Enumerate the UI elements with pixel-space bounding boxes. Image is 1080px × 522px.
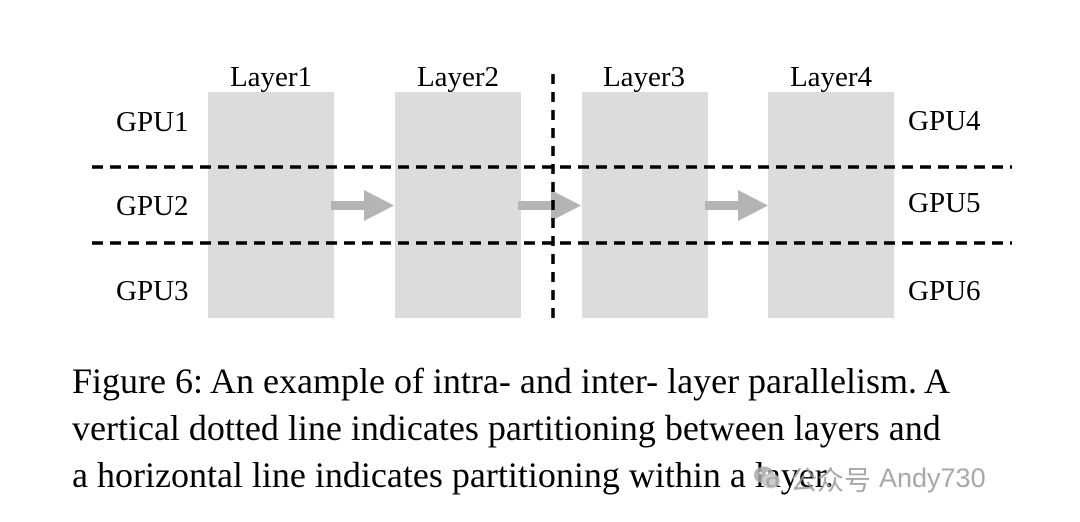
layer1-block [208,92,334,318]
gpu6-label: GPU6 [908,275,981,307]
arrow-layer3-to-layer4 [705,190,768,221]
wechat-icon [754,466,780,489]
layer2-label: Layer2 [417,61,499,93]
arrow-layer2-to-layer3 [518,190,581,221]
layer2-block [395,92,521,318]
layer3-block [582,92,708,318]
watermark-channel-label: 公众号 [790,465,871,496]
gpu5-label: GPU5 [908,187,981,219]
gpu3-label: GPU3 [116,275,189,307]
layer3-label: Layer3 [603,61,685,93]
layer4-block [768,92,894,318]
gpu2-label: GPU2 [116,190,189,222]
watermark: 公众号 Andy730 [752,458,986,498]
caption-line-1: Figure 6: An example of intra- and inter… [72,361,951,401]
parallelism-diagram: Layer1 Layer2 Layer3 Layer4 GPU1 GPU2 GP… [92,61,1012,322]
layer1-label: Layer1 [230,61,312,93]
gpu1-label: GPU1 [116,106,189,138]
arrow-layer1-to-layer2 [331,190,394,221]
layer4-label: Layer4 [790,61,873,93]
watermark-author: Andy730 [879,462,986,493]
caption-line-3: a horizontal line indicates partitioning… [72,455,834,495]
figure-caption: Figure 6: An example of intra- and inter… [72,358,1052,499]
caption-line-2: vertical dotted line indicates partition… [72,408,941,448]
gpu4-label: GPU4 [908,105,981,137]
